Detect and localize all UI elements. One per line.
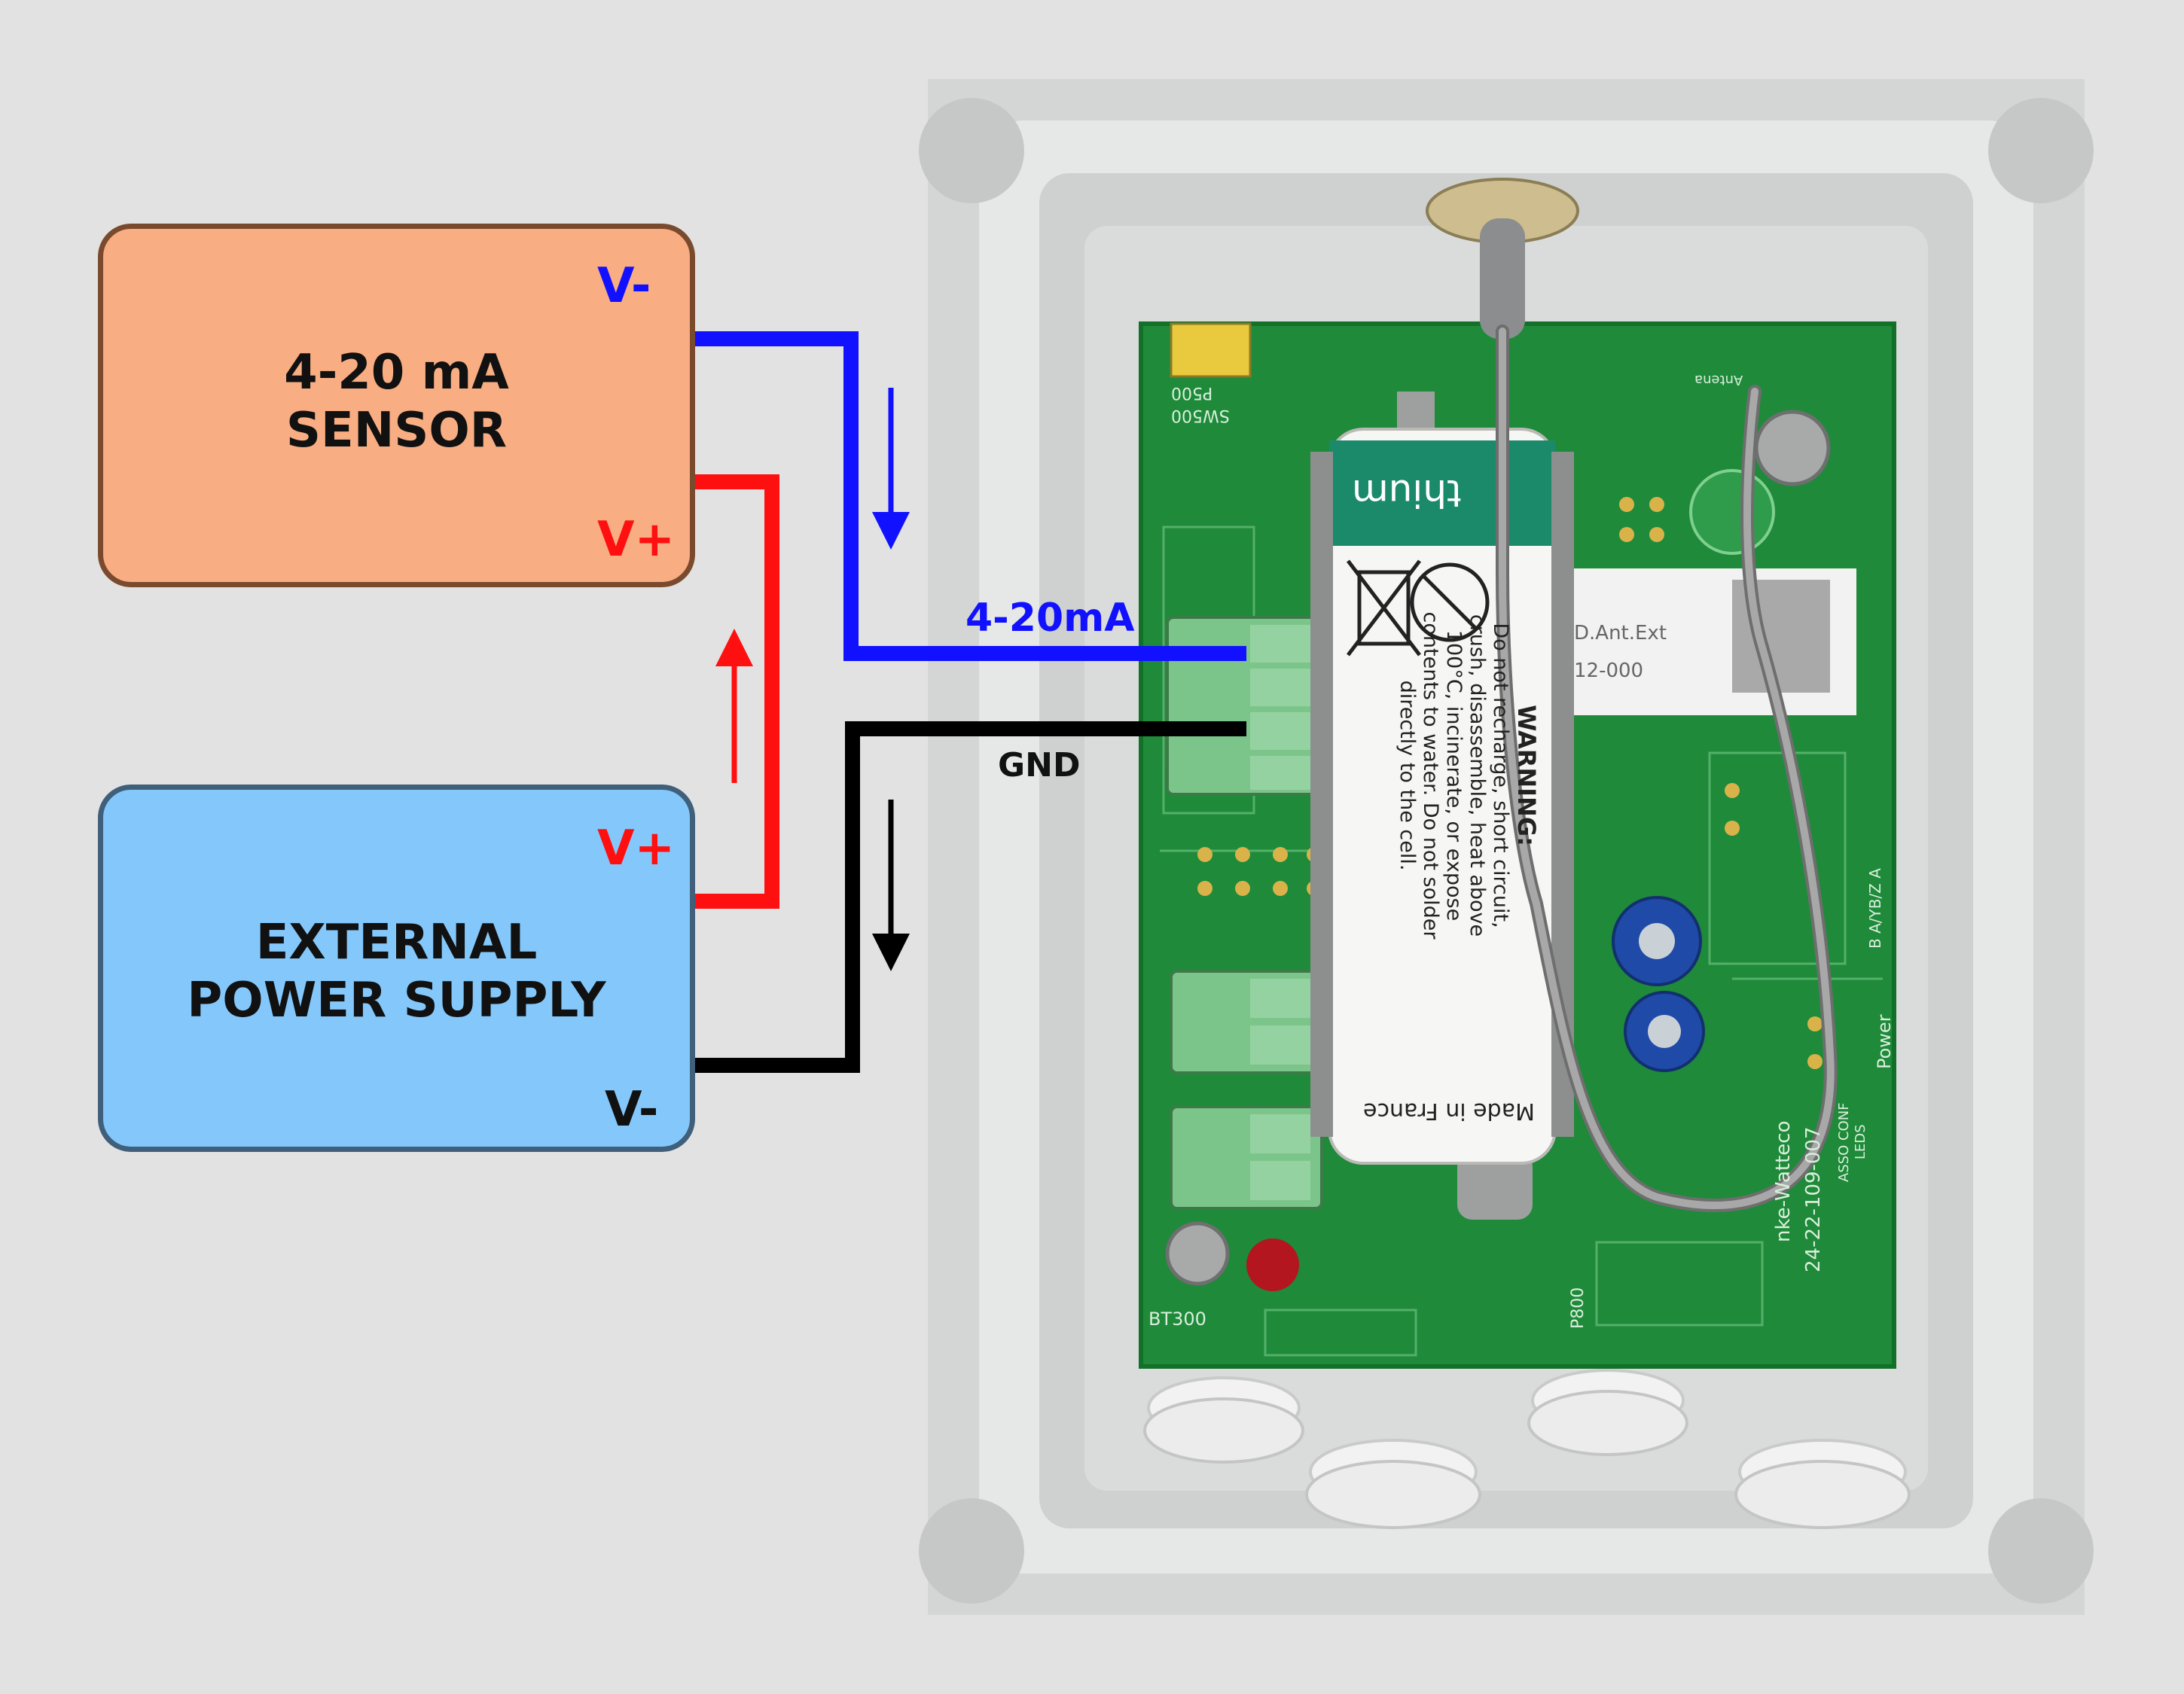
sealant-blob bbox=[1246, 1239, 1299, 1291]
battery-warning-line: contents to water. Do not solder bbox=[1419, 611, 1443, 940]
sensor-box: 4-20 mA SENSOR bbox=[98, 224, 695, 587]
board-label: LEDS bbox=[1853, 1124, 1868, 1159]
board-maker-text: nke-Watteco bbox=[1772, 1120, 1795, 1243]
sensor-title-line1: 4-20 mA bbox=[284, 345, 509, 401]
terminal-block-sensor bbox=[1166, 616, 1319, 796]
board-label: Power bbox=[1874, 1014, 1895, 1069]
sensor-title-line2: SENSOR bbox=[285, 402, 508, 459]
board-label: P800 bbox=[1569, 1287, 1588, 1329]
antenna bbox=[1426, 178, 1838, 1213]
weee-bin-icon bbox=[1347, 559, 1421, 657]
sensor-vplus-label: V+ bbox=[597, 512, 676, 568]
cable-gland bbox=[1527, 1369, 1688, 1456]
terminal-blocks bbox=[1166, 616, 1323, 1210]
battery-warning-line: directly to the cell. bbox=[1396, 680, 1420, 871]
board-label: P500 bbox=[1171, 383, 1213, 402]
board-label: B A/YB/Z A bbox=[1866, 868, 1884, 949]
board-label: ASSO CONF bbox=[1836, 1102, 1852, 1182]
flow-arrows bbox=[715, 388, 910, 971]
cable-glands bbox=[1143, 1369, 1911, 1529]
sticker-line2: 12-000 bbox=[1574, 660, 1644, 682]
power-supply-vplus-label: V+ bbox=[597, 821, 676, 876]
battery-warning-line: crush, disassemble, heat above bbox=[1466, 614, 1490, 937]
signal-wire-label: 4-20mA bbox=[965, 596, 1135, 641]
ground-wire bbox=[606, 721, 1246, 1073]
signal-wire bbox=[602, 331, 1246, 661]
no-charge-icon bbox=[1410, 562, 1490, 642]
terminal-block bbox=[1170, 1105, 1323, 1210]
capacitor bbox=[1612, 896, 1702, 986]
battery-warning-title: WARNING: bbox=[1512, 705, 1541, 846]
ground-wire-label: GND bbox=[998, 746, 1081, 785]
sensor-title: 4-20 mA SENSOR bbox=[103, 344, 690, 460]
terminal-block bbox=[1170, 970, 1323, 1074]
cable-gland bbox=[1734, 1439, 1911, 1529]
power-supply-vminus-label: V- bbox=[605, 1082, 659, 1138]
battery-warning-line: Do not recharge, short circuit, bbox=[1489, 623, 1513, 928]
power-supply-box: EXTERNAL POWER SUPPLY bbox=[98, 785, 695, 1152]
battery-origin-text: Made in France bbox=[1363, 1098, 1535, 1124]
battery-warning: WARNING: Do not recharge, short circuit,… bbox=[1344, 497, 1541, 1054]
power-supply-title-line1: EXTERNAL bbox=[255, 915, 538, 970]
arrow-up-icon bbox=[715, 629, 753, 783]
power-supply-title: EXTERNAL POWER SUPPLY bbox=[103, 914, 690, 1030]
screw-icon bbox=[1165, 1221, 1230, 1286]
sensor-vminus-label: V- bbox=[597, 258, 651, 314]
cable-gland bbox=[1305, 1439, 1481, 1529]
battery-warning-line: 100°C, incinerate, or expose bbox=[1442, 629, 1466, 922]
cable-gland bbox=[1143, 1376, 1304, 1464]
sticker-line1: D.Ant.Ext bbox=[1574, 622, 1667, 644]
capacitor bbox=[1624, 991, 1705, 1072]
power-supply-title-line2: POWER SUPPLY bbox=[187, 972, 606, 1028]
board-label: SW500 bbox=[1171, 406, 1230, 425]
screw-icon bbox=[1754, 410, 1831, 486]
board-label: Antena bbox=[1694, 372, 1743, 388]
board-label: BT300 bbox=[1148, 1309, 1206, 1330]
arrow-down-icon bbox=[872, 800, 910, 971]
board-part-text: 24-22-109-007 bbox=[1802, 1126, 1825, 1272]
arrow-down-icon bbox=[872, 388, 910, 550]
